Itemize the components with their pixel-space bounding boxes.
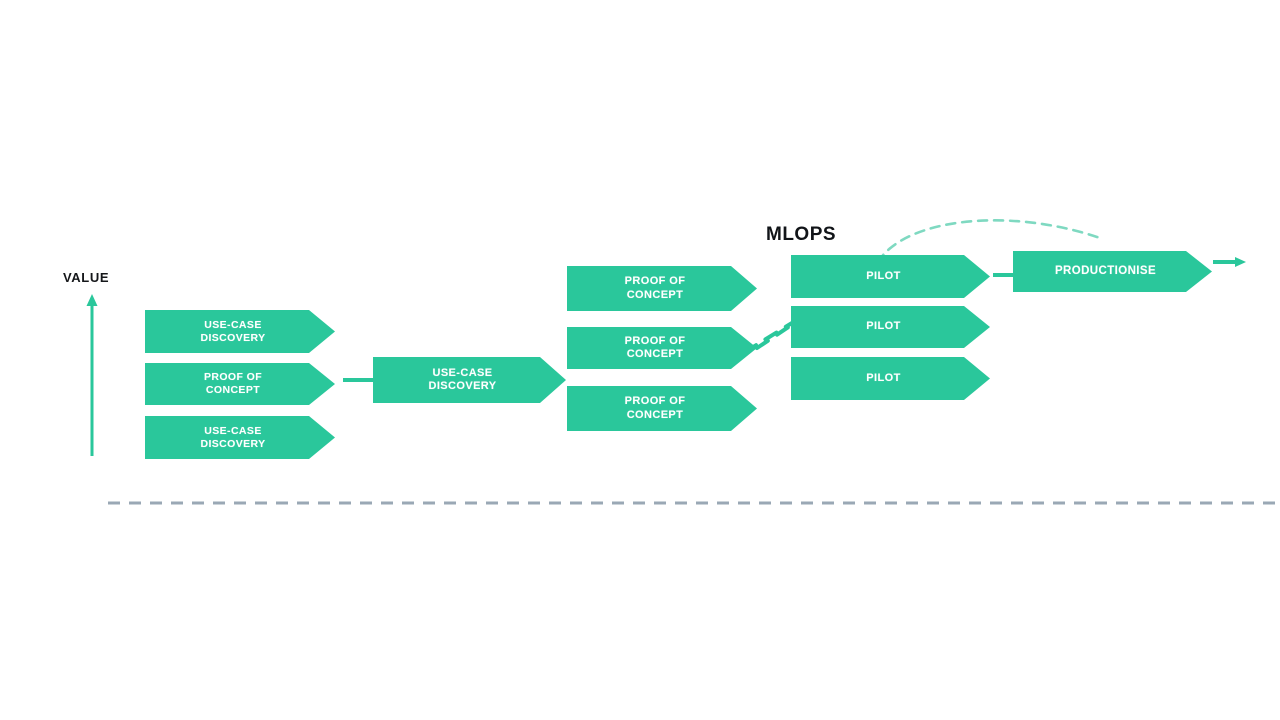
value-axis-arrow [86,294,98,456]
value-axis-label: VALUE [63,270,110,285]
stage-block-label: PILOT [866,269,901,282]
stage-block-label: USE-CASE DISCOVERY [200,424,266,450]
stage-block-poc-3[interactable]: PROOF OF CONCEPT [567,386,757,431]
stage-block-label: USE-CASE DISCOVERY [428,366,497,392]
stage-block-use-case-discovery-1[interactable]: USE-CASE DISCOVERY [145,310,335,353]
stage-block-poc-2[interactable]: PROOF OF CONCEPT [567,327,757,369]
stage-block-use-case-discovery-2[interactable]: USE-CASE DISCOVERY [145,416,335,459]
stage-block-poc-1[interactable]: PROOF OF CONCEPT [567,266,757,311]
stage-block-use-case-discovery-3[interactable]: USE-CASE DISCOVERY [373,357,566,403]
productionise-output-arrow [1213,257,1246,267]
stage-block-label: PROOF OF CONCEPT [624,334,686,360]
stage-block-pilot-1[interactable]: PILOT [791,255,990,298]
stage-block-label: PRODUCTIONISE [1054,265,1157,278]
stage-block-pilot-3[interactable]: PILOT [791,357,990,400]
stage-block-proof-of-concept-1[interactable]: PROOF OF CONCEPT [145,363,335,405]
stage-block-label: PROOF OF CONCEPT [203,371,263,396]
stage-block-label: PILOT [866,371,901,384]
stage-block-label: PILOT [866,320,901,333]
stage-block-label: PROOF OF CONCEPT [624,275,686,301]
mlops-group-label: MLOPS [766,224,837,245]
stage-block-productionise[interactable]: PRODUCTIONISE [1013,251,1212,292]
stage-block-label: PROOF OF CONCEPT [624,395,686,421]
stage-block-label: USE-CASE DISCOVERY [200,318,266,344]
stage-block-pilot-2[interactable]: PILOT [791,306,990,348]
